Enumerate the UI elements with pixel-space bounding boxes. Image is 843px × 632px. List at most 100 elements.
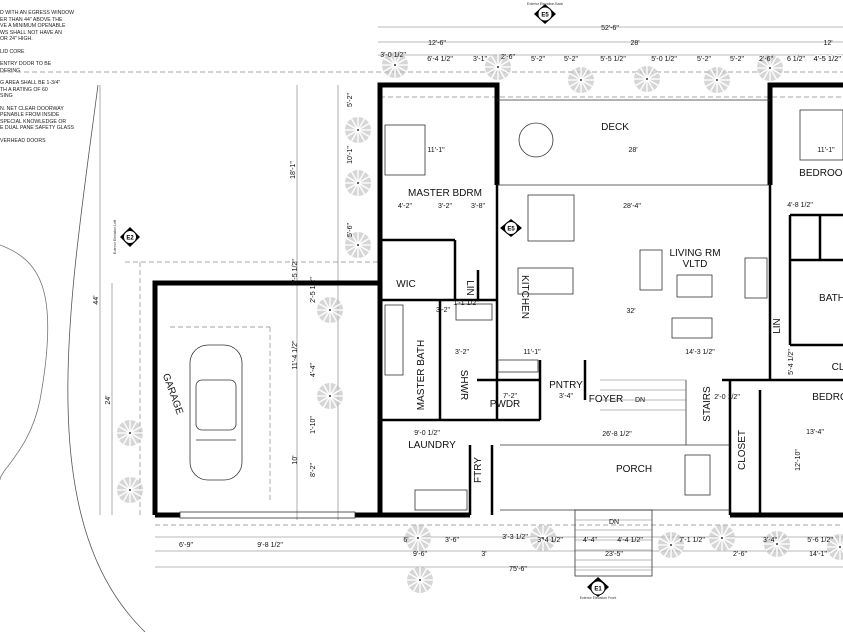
room-ftry: FTRY bbox=[473, 457, 484, 483]
car bbox=[189, 344, 243, 481]
svg-text:6'-9": 6'-9" bbox=[179, 542, 193, 549]
room-lin: LIN bbox=[772, 318, 783, 334]
svg-text:7'-1 1/2": 7'-1 1/2" bbox=[679, 537, 705, 544]
tree-icon bbox=[704, 67, 730, 93]
stair-treads bbox=[600, 379, 686, 411]
svg-text:18'-1": 18'-1" bbox=[290, 161, 297, 179]
svg-text:10'-1": 10'-1" bbox=[347, 146, 354, 164]
walls bbox=[152, 82, 843, 518]
room-deck: DECK bbox=[601, 122, 629, 133]
svg-text:Exterior Elevation Left: Exterior Elevation Left bbox=[113, 220, 117, 254]
svg-text:23'-5": 23'-5" bbox=[605, 551, 623, 558]
svg-text:3'-4": 3'-4" bbox=[763, 537, 777, 544]
general-notes: D WITH AN EGRESS WINDOW ER THAN 44" ABOV… bbox=[0, 10, 140, 150]
elevation-marker-e5: E5 Exterior Elevation Back bbox=[527, 2, 563, 24]
svg-text:2'-6": 2'-6" bbox=[733, 551, 747, 558]
svg-text:6': 6' bbox=[403, 537, 408, 544]
tree-icon bbox=[757, 55, 783, 81]
svg-text:3'-0 1/2": 3'-0 1/2" bbox=[380, 52, 406, 59]
tree-icon bbox=[709, 525, 735, 551]
site-boundary bbox=[67, 84, 146, 632]
svg-text:10': 10' bbox=[292, 455, 299, 464]
svg-text:3'-2": 3'-2" bbox=[455, 349, 469, 356]
svg-text:5'-5 1/2": 5'-5 1/2" bbox=[600, 56, 626, 63]
svg-text:Exterior Elevation Front: Exterior Elevation Front bbox=[580, 596, 617, 600]
room-pntry: PNTRY bbox=[549, 380, 583, 391]
svg-text:24': 24' bbox=[105, 395, 112, 404]
svg-text:11'-1": 11'-1" bbox=[817, 147, 835, 154]
svg-text:3'-1": 3'-1" bbox=[473, 56, 487, 63]
note: VERHEAD DOORS bbox=[0, 137, 46, 144]
svg-text:44': 44' bbox=[93, 295, 100, 304]
svg-text:28': 28' bbox=[630, 40, 639, 47]
washer-dryer bbox=[414, 489, 468, 511]
svg-text:E1: E1 bbox=[594, 587, 602, 593]
dim-top-detail-right: 4'-5 1/2" bbox=[814, 54, 842, 63]
svg-text:9'-8 1/2": 9'-8 1/2" bbox=[257, 542, 283, 549]
svg-text:5'-2": 5'-2" bbox=[730, 56, 744, 63]
note: N. NET CLEAR DOORWAY PENABLE FROM INSIDE… bbox=[0, 105, 74, 132]
svg-text:12'-6": 12'-6" bbox=[428, 40, 446, 47]
master-bed bbox=[384, 124, 426, 176]
svg-text:11'-1": 11'-1" bbox=[523, 349, 541, 356]
dn-label: DN bbox=[609, 519, 619, 526]
elevation-marker-e5-interior: E5 bbox=[500, 219, 522, 237]
room-closet: CLOSET bbox=[737, 430, 748, 470]
note: ENTRY DOOR TO BE DERING bbox=[0, 61, 52, 74]
svg-text:5'-6 1/2": 5'-6 1/2" bbox=[807, 537, 833, 544]
note: LID CORE bbox=[0, 48, 25, 55]
bedroom-bed bbox=[799, 109, 843, 161]
note: D WITH AN EGRESS WINDOW ER THAN 44" ABOV… bbox=[0, 10, 75, 42]
svg-text:32': 32' bbox=[626, 308, 635, 315]
svg-text:E2: E2 bbox=[126, 236, 134, 242]
tree-icon bbox=[530, 525, 556, 551]
room-bedroom-bottom: BEDRO bbox=[812, 392, 843, 403]
room-garage: GARAGE bbox=[160, 372, 185, 416]
room-kitchen: KITCHEN bbox=[519, 275, 530, 319]
svg-text:5'-4 1/2": 5'-4 1/2" bbox=[788, 349, 795, 375]
svg-text:8'-2": 8'-2" bbox=[310, 463, 317, 477]
svg-text:5'-2": 5'-2" bbox=[531, 56, 545, 63]
svg-text:4'-2": 4'-2" bbox=[398, 203, 412, 210]
svg-text:3': 3' bbox=[481, 551, 486, 558]
tree-icon bbox=[117, 420, 143, 446]
tree-icon bbox=[382, 52, 408, 78]
svg-text:5'-2": 5'-2" bbox=[347, 93, 354, 107]
tree-icon bbox=[345, 117, 371, 143]
tree-icon bbox=[568, 67, 594, 93]
tree-icon bbox=[634, 66, 660, 92]
svg-text:2'-6": 2'-6" bbox=[759, 56, 773, 63]
tree-icon bbox=[485, 54, 511, 80]
room-lin: LIN bbox=[464, 280, 475, 296]
sofa bbox=[639, 249, 663, 291]
svg-text:4'-4": 4'-4" bbox=[310, 363, 317, 377]
tree-icon bbox=[764, 531, 790, 557]
room-stairs: STAIRS bbox=[702, 386, 713, 422]
svg-text:2'-5 1/2": 2'-5 1/2" bbox=[310, 277, 317, 303]
svg-text:E5: E5 bbox=[507, 227, 515, 233]
elevation-marker-e1: E1 Exterior Elevation Front bbox=[580, 577, 617, 600]
dining-table bbox=[527, 194, 575, 242]
tree-icon bbox=[345, 232, 371, 258]
svg-text:6 1/2": 6 1/2" bbox=[787, 56, 806, 63]
elevation-marker-e2: E2 Exterior Elevation Left bbox=[113, 220, 140, 254]
svg-text:Exterior Elevation Back: Exterior Elevation Back bbox=[527, 2, 563, 6]
room-pwdr: PWDR bbox=[490, 399, 521, 410]
svg-text:5'-5 1/2": 5'-5 1/2" bbox=[292, 259, 299, 285]
landscape-trees bbox=[117, 52, 843, 593]
svg-text:7'-2": 7'-2" bbox=[503, 393, 517, 400]
svg-text:2'-6": 2'-6" bbox=[501, 54, 515, 61]
porch-bench bbox=[684, 454, 711, 496]
tub bbox=[384, 304, 404, 376]
svg-text:26'-8 1/2": 26'-8 1/2" bbox=[602, 431, 632, 438]
svg-text:3'-4 1/2": 3'-4 1/2" bbox=[537, 537, 563, 544]
room-cl: CL bbox=[832, 362, 843, 373]
fireplace bbox=[744, 257, 768, 299]
svg-text:52'-6": 52'-6" bbox=[601, 25, 619, 32]
svg-text:75'-6": 75'-6" bbox=[509, 566, 527, 573]
svg-text:9'-0 1/2": 9'-0 1/2" bbox=[414, 430, 440, 437]
svg-text:9'-6": 9'-6" bbox=[413, 551, 427, 558]
coffee-table bbox=[676, 274, 713, 298]
room-foyer: FOYER bbox=[589, 394, 623, 405]
